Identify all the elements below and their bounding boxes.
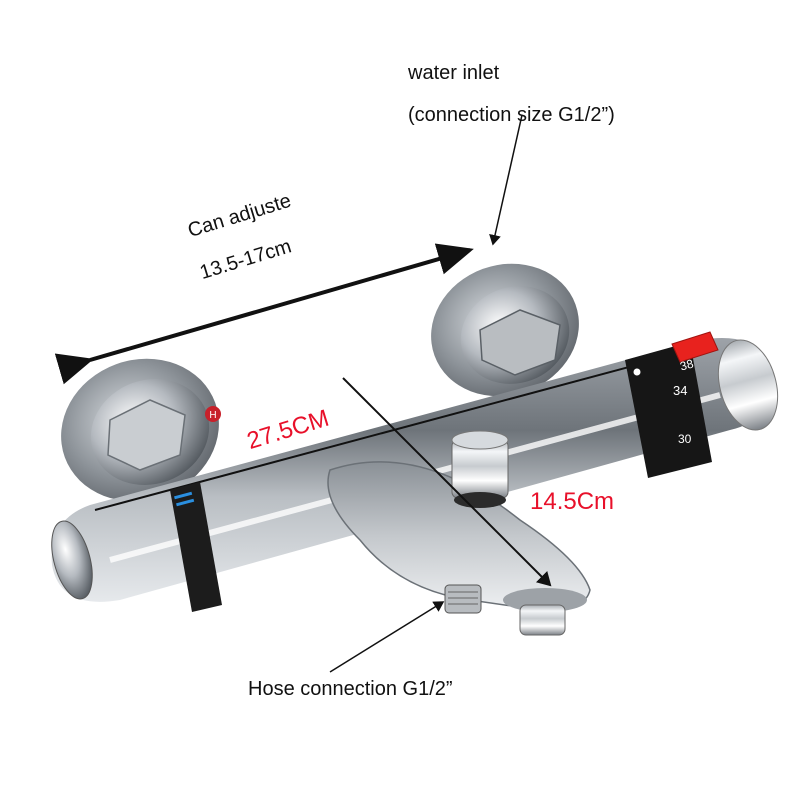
- hose-connector: [444, 584, 482, 614]
- water-inlet-arrow: [489, 114, 523, 246]
- hose-connection-label: Hose connection G1/2”: [248, 678, 453, 700]
- left-inlet-plate: H: [61, 358, 221, 502]
- spacing-arrow: [54, 243, 474, 385]
- depth-label: 14.5Cm: [530, 488, 615, 515]
- hose-arrow: [329, 601, 445, 673]
- water-inlet-label: water inlet: [408, 62, 500, 84]
- water-inlet-size-label: (connection size G1/2”): [408, 104, 615, 126]
- dial-mark-30: 30: [678, 432, 692, 446]
- temperature-dial-ring[interactable]: [625, 342, 712, 478]
- flow-control-ring[interactable]: [170, 482, 222, 612]
- svg-text:H: H: [209, 410, 216, 421]
- temperature-handle[interactable]: [709, 333, 787, 436]
- dial-mark-34: 34: [673, 383, 688, 398]
- hot-marker-icon: [205, 406, 221, 422]
- safety-stop-button[interactable]: [671, 331, 719, 363]
- annotation-arrows: [54, 114, 552, 673]
- left-end-cap: [51, 520, 93, 600]
- cold-marker-icon: [174, 491, 193, 500]
- diverter-knob[interactable]: [451, 430, 509, 508]
- depth-arrow: [342, 377, 552, 587]
